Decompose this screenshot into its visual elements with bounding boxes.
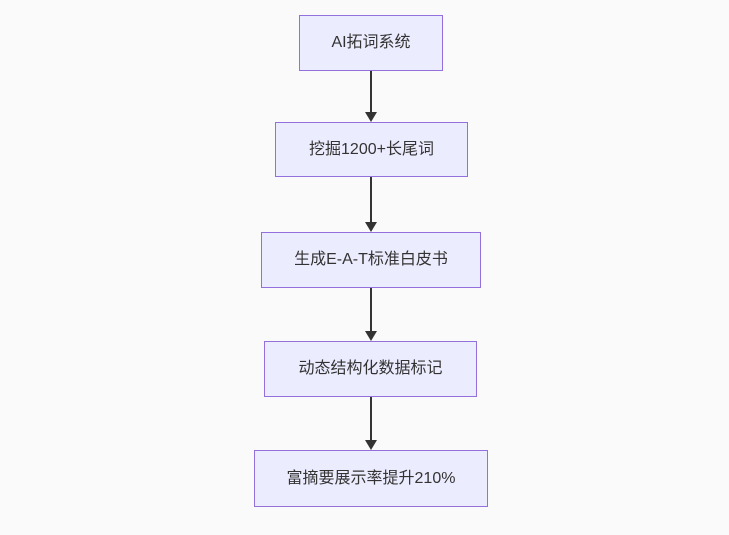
flow-arrow-b-to-c	[365, 177, 377, 232]
node-label: AI拓词系统	[331, 34, 411, 51]
flow-arrow-c-to-d	[365, 288, 377, 341]
flow-arrow-d-to-e	[365, 397, 377, 450]
flow-node-generate-eat-whitepaper: 生成E-A-T标准白皮书	[261, 232, 481, 288]
node-label: 挖掘1200+长尾词	[309, 140, 434, 158]
flow-arrow-a-to-b	[365, 71, 377, 122]
flow-node-rich-snippet-rate-increase: 富摘要展示率提升210%	[254, 450, 488, 507]
flow-node-dynamic-structured-data-markup: 动态结构化数据标记	[264, 341, 477, 397]
node-label: 富摘要展示率提升210%	[286, 469, 456, 487]
flow-node-ai-word-expansion-system: AI拓词系统	[299, 15, 443, 71]
node-label: 生成E-A-T标准白皮书	[294, 251, 448, 268]
node-label: 动态结构化数据标记	[298, 360, 443, 377]
flow-node-mine-longtail-keywords: 挖掘1200+长尾词	[275, 122, 468, 177]
